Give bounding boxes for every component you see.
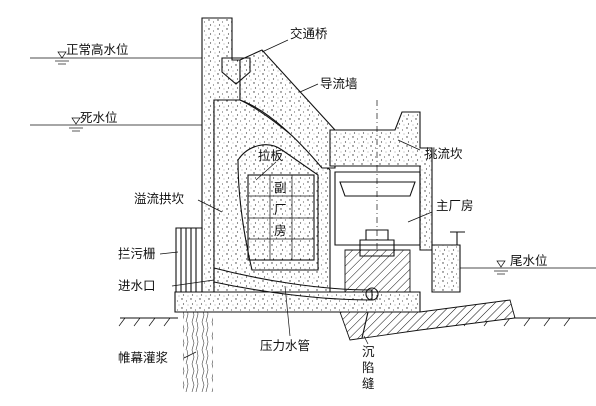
label-aux-1: 副 <box>274 180 287 195</box>
label-overflow-arch: 溢流拱坎 <box>134 191 185 206</box>
label-dead-water: 死水位 <box>80 110 118 125</box>
tail-water-marker <box>455 260 596 275</box>
powerhouse-roof <box>329 111 433 251</box>
label-powerhouse: 主厂房 <box>436 198 474 213</box>
label-joint-2: 陷 <box>362 360 375 375</box>
label-flip-bucket: 挑流坎 <box>425 146 463 161</box>
auxiliary-powerhouse <box>247 174 315 261</box>
trash-rack <box>175 227 203 293</box>
dead-water-marker <box>30 117 210 132</box>
label-joint-1: 沉 <box>362 344 375 359</box>
main-hall-void <box>334 171 421 246</box>
label-joint-3: 缝 <box>362 376 375 391</box>
label-trash-rack: 拦污栅 <box>118 246 156 261</box>
label-curtain-grouting: 帷幕灌浆 <box>118 350 169 365</box>
label-guide-wall: 导流墙 <box>320 76 358 91</box>
inner-void <box>237 144 319 271</box>
leader-lines <box>159 39 433 359</box>
label-normal-high-water: 正常高水位 <box>66 42 129 57</box>
label-traffic-bridge: 交通桥 <box>290 26 328 41</box>
gantry <box>450 231 465 245</box>
label-tail-water: 尾水位 <box>510 253 548 268</box>
generator-unit <box>344 229 411 293</box>
label-intake: 进水口 <box>118 278 156 293</box>
settlement-joint <box>361 311 369 339</box>
label-aux-2: 厂 <box>274 202 287 217</box>
guide-wall <box>239 49 336 169</box>
label-penstock: 压力水管 <box>260 338 310 353</box>
tailrace-slab <box>339 299 516 341</box>
grout-curtain <box>183 312 213 392</box>
traffic-bridge <box>221 57 251 85</box>
label-tie-plate: 拉板 <box>258 148 284 163</box>
penstock-valve <box>365 287 379 301</box>
label-aux-3: 房 <box>274 223 287 238</box>
tailrace <box>431 244 461 293</box>
crane-beam <box>339 181 416 197</box>
